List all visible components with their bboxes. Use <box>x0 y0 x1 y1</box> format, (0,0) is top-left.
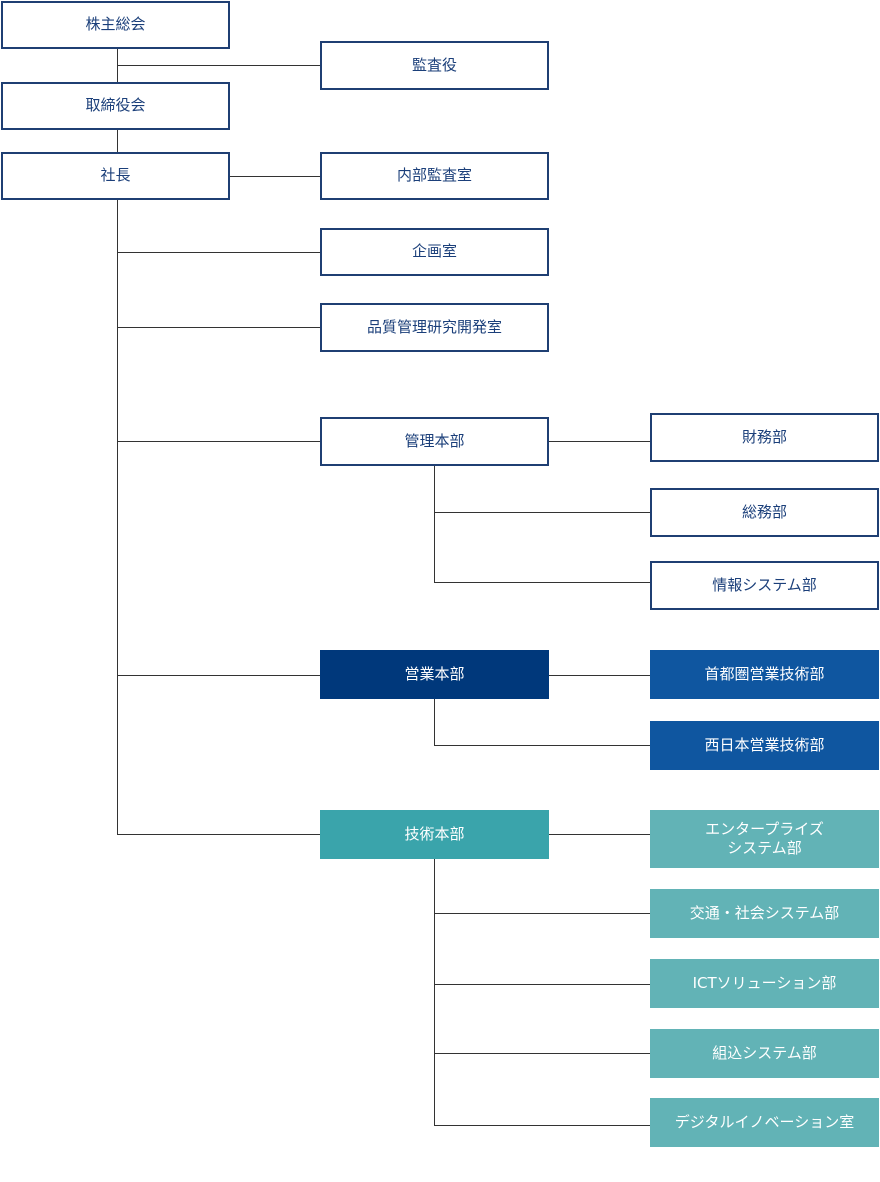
connector-line <box>117 441 320 442</box>
president-label: 社長 <box>100 166 131 185</box>
sales-dept-box: 首都圏営業技術部 <box>650 650 879 699</box>
admin-dept-box: 情報システム部 <box>650 561 879 610</box>
admin-dept-box: 財務部 <box>650 413 879 462</box>
admin-hq-box: 管理本部 <box>320 417 549 466</box>
tech-dept-box: 交通・社会システム部 <box>650 889 879 938</box>
tech-dept-label: デジタルイノベーション室 <box>674 1112 855 1131</box>
shareholders-box: 株主総会 <box>1 1 230 49</box>
connector-line <box>230 176 320 177</box>
connector-line <box>117 675 320 676</box>
quality-box: 品質管理研究開発室 <box>320 303 549 352</box>
tech-dept-box: 組込システム部 <box>650 1029 879 1078</box>
admin-dept-label: 情報システム部 <box>712 575 817 594</box>
connector-line <box>549 834 650 835</box>
connector-line <box>117 130 118 152</box>
tech-dept-label: 組込システム部 <box>712 1043 817 1062</box>
sales-hq-label: 営業本部 <box>404 664 465 683</box>
planning-label: 企画室 <box>411 242 457 261</box>
tech-hq-label: 技術本部 <box>404 824 465 843</box>
connector-line <box>117 65 320 66</box>
tech-dept-label: ICTソリューション部 <box>692 973 837 992</box>
connector-line <box>117 327 320 328</box>
tech-dept-box: デジタルイノベーション室 <box>650 1098 879 1147</box>
sales-dept-label: 首都圏営業技術部 <box>704 664 825 683</box>
sales-hq-box: 営業本部 <box>320 650 549 699</box>
connector-line <box>434 582 650 583</box>
connector-line <box>549 675 650 676</box>
connector-line <box>434 1053 650 1054</box>
connector-line <box>434 1125 650 1126</box>
sales-dept-label: 西日本営業技術部 <box>704 735 825 754</box>
connector-line <box>434 984 650 985</box>
sales-dept-box: 西日本営業技術部 <box>650 721 879 770</box>
connector-line <box>117 834 320 835</box>
internal-audit-label: 内部監査室 <box>396 166 472 185</box>
admin-dept-label: 総務部 <box>741 502 787 521</box>
tech-dept-box: ICTソリューション部 <box>650 959 879 1008</box>
tech-dept-box: エンタープライズ システム部 <box>650 810 879 868</box>
connector-line <box>549 441 650 442</box>
connector-line <box>434 466 435 583</box>
admin-dept-label: 財務部 <box>741 427 787 446</box>
shareholders-label: 株主総会 <box>85 15 146 34</box>
auditor-label: 監査役 <box>411 55 457 74</box>
connector-line <box>434 859 435 1125</box>
connector-line <box>434 699 435 745</box>
admin-dept-box: 総務部 <box>650 488 879 537</box>
auditor-box: 監査役 <box>320 41 549 90</box>
planning-box: 企画室 <box>320 228 549 276</box>
connector-line <box>434 512 650 513</box>
admin-hq-label: 管理本部 <box>404 431 465 450</box>
connector-line <box>117 200 118 834</box>
connector-line <box>434 913 650 914</box>
board-label: 取締役会 <box>85 96 146 115</box>
president-box: 社長 <box>1 152 230 200</box>
tech-hq-box: 技術本部 <box>320 810 549 859</box>
connector-line <box>117 252 320 253</box>
tech-dept-label: エンタープライズ システム部 <box>705 819 824 858</box>
connector-line <box>434 745 650 746</box>
internal-audit-box: 内部監査室 <box>320 152 549 200</box>
tech-dept-label: 交通・社会システム部 <box>689 903 840 922</box>
quality-label: 品質管理研究開発室 <box>366 317 502 336</box>
board-box: 取締役会 <box>1 82 230 130</box>
